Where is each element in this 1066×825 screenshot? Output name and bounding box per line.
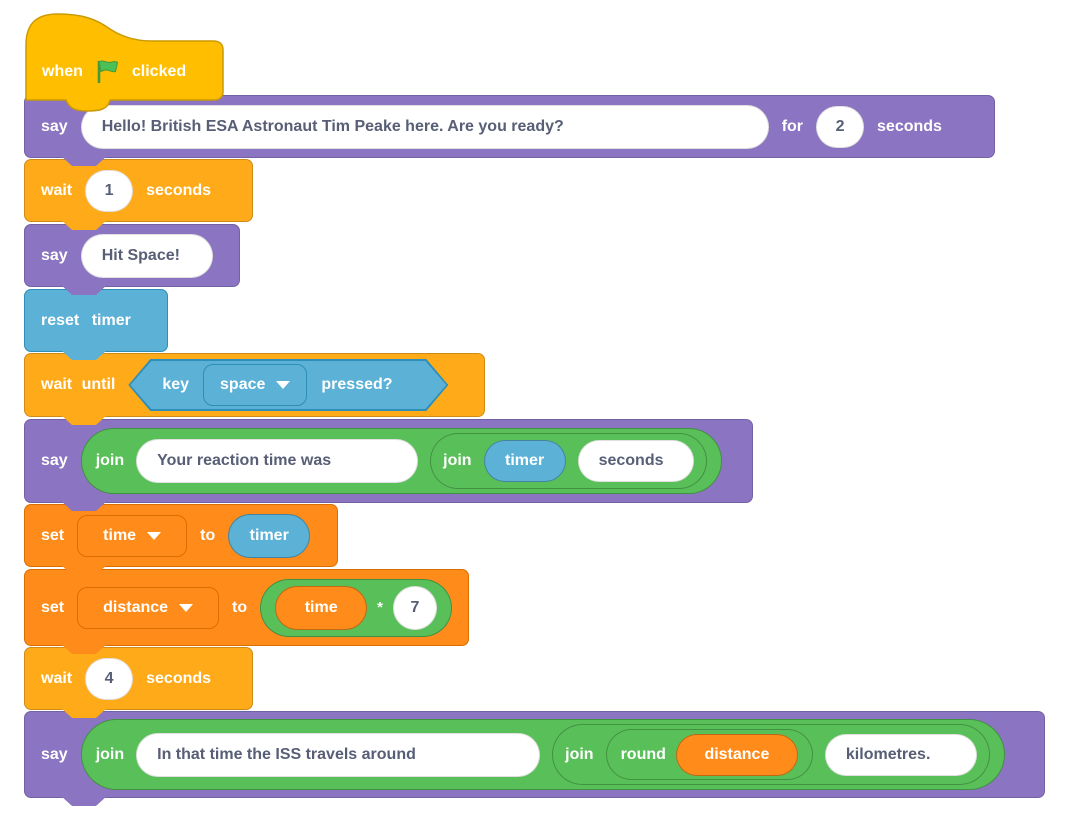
round-operator[interactable]: round distance — [605, 729, 813, 780]
block-say-reaction-time[interactable]: say join Your reaction time was join tim… — [24, 419, 753, 511]
chevron-down-icon — [276, 381, 290, 389]
seconds-label: seconds — [877, 117, 942, 135]
join-label: join — [95, 452, 125, 469]
key-dropdown[interactable]: space — [203, 364, 307, 406]
wait-duration-input[interactable]: 4 — [85, 657, 134, 700]
multiply-operator[interactable]: time * 7 — [260, 578, 452, 637]
chevron-down-icon — [147, 531, 162, 540]
block-reset-timer[interactable]: reset timer — [24, 289, 168, 360]
join-text-value: Your reaction time was — [157, 452, 332, 469]
wait-label: wait — [41, 669, 73, 687]
block-tab — [61, 501, 107, 511]
for-label: for — [781, 117, 804, 135]
seconds-label: seconds — [146, 181, 212, 199]
block-wait-4-seconds[interactable]: wait 4 seconds — [24, 647, 253, 718]
seconds-label: seconds — [146, 669, 212, 687]
reset-timer-label: reset timer — [41, 311, 131, 329]
to-label: to — [200, 526, 216, 544]
say-label: say — [41, 246, 68, 264]
wait-duration-value: 4 — [104, 669, 114, 687]
operand-value: 7 — [410, 598, 420, 616]
block-tab — [61, 285, 107, 295]
block-tab — [61, 708, 107, 718]
when-label: when — [42, 63, 83, 80]
join-label: join — [443, 452, 472, 469]
variable-dropdown[interactable]: time — [77, 514, 188, 557]
variable-dropdown-value: distance — [103, 598, 169, 616]
block-tab — [61, 644, 107, 654]
wait-duration-value: 1 — [104, 181, 114, 199]
say-label: say — [41, 452, 68, 469]
round-label: round — [620, 745, 666, 763]
say-label: say — [41, 117, 68, 135]
join-text-value: seconds — [598, 452, 664, 469]
timer-label: timer — [249, 526, 289, 544]
join-text-value: In that time the ISS travels around — [157, 745, 416, 763]
set-label: set — [41, 526, 65, 544]
key-label: key — [162, 376, 190, 393]
block-set-time[interactable]: set time to timer — [24, 504, 338, 575]
block-when-flag-clicked[interactable]: when clicked — [24, 10, 225, 114]
block-wait-1-seconds[interactable]: wait 1 seconds — [24, 159, 253, 230]
time-variable-reporter[interactable]: time — [275, 585, 368, 630]
block-say-iss-distance[interactable]: say join In that time the ISS travels ar… — [24, 711, 1045, 806]
join-operator-outer[interactable]: join In that time the ISS travels around… — [80, 719, 1005, 790]
duration-value: 2 — [835, 117, 845, 135]
join-text-input[interactable]: kilometres. — [824, 733, 977, 776]
wait-label: wait — [41, 181, 73, 199]
join-text-input[interactable]: Your reaction time was — [136, 439, 419, 483]
timer-reporter[interactable]: timer — [228, 513, 311, 558]
duration-input[interactable]: 2 — [816, 105, 865, 148]
wait-duration-input[interactable]: 1 — [85, 169, 134, 212]
distance-variable-reporter[interactable]: distance — [675, 733, 798, 776]
join-text-input[interactable]: seconds — [577, 440, 694, 482]
say-message-text: Hello! British ESA Astronaut Tim Peake h… — [101, 117, 564, 135]
multiply-symbol: * — [377, 599, 383, 616]
block-say-hit-space[interactable]: say Hit Space! — [24, 224, 240, 295]
join-text-value: kilometres. — [845, 745, 931, 763]
block-tab — [61, 415, 107, 425]
set-label: set — [41, 598, 65, 616]
clicked-label: clicked — [131, 63, 187, 80]
wait-until-label: wait until — [41, 376, 116, 393]
join-operator-inner[interactable]: join timer seconds — [430, 433, 707, 489]
green-flag-icon — [97, 60, 118, 83]
block-set-distance[interactable]: set distance to time * 7 — [24, 569, 469, 654]
pressed-label: pressed? — [321, 376, 393, 393]
key-dropdown-value: space — [220, 376, 266, 393]
timer-label: timer — [505, 452, 545, 469]
chevron-down-icon — [179, 603, 194, 612]
join-label: join — [95, 745, 125, 763]
join-operator-outer[interactable]: join Your reaction time was join timer s… — [80, 428, 722, 494]
block-tab — [61, 156, 107, 166]
say-message-input[interactable]: Hit Space! — [80, 233, 213, 278]
time-variable-label: time — [304, 598, 338, 616]
variable-dropdown[interactable]: distance — [77, 586, 220, 629]
distance-variable-label: distance — [704, 745, 770, 763]
block-say-hello-for-seconds[interactable]: say Hello! British ESA Astronaut Tim Pea… — [24, 95, 995, 166]
block-tab — [61, 220, 107, 230]
to-label: to — [232, 598, 248, 616]
block-tab — [61, 796, 107, 806]
block-wait-until-key-pressed[interactable]: wait until key space pressed? — [24, 353, 485, 425]
join-label: join — [565, 745, 594, 763]
hat-block-shape — [25, 13, 224, 112]
say-message-text: Hit Space! — [101, 246, 180, 264]
variable-dropdown-value: time — [103, 526, 137, 544]
block-tab — [61, 565, 107, 575]
say-message-input[interactable]: Hello! British ESA Astronaut Tim Peake h… — [80, 104, 769, 149]
join-text-input[interactable]: In that time the ISS travels around — [136, 732, 541, 777]
timer-reporter[interactable]: timer — [483, 440, 566, 482]
block-tab — [61, 350, 107, 360]
say-label: say — [41, 745, 68, 763]
operand-input[interactable]: 7 — [393, 585, 437, 630]
join-operator-inner[interactable]: join round distance kilometres. — [552, 724, 990, 785]
key-pressed-boolean[interactable]: key space pressed? — [128, 359, 448, 411]
